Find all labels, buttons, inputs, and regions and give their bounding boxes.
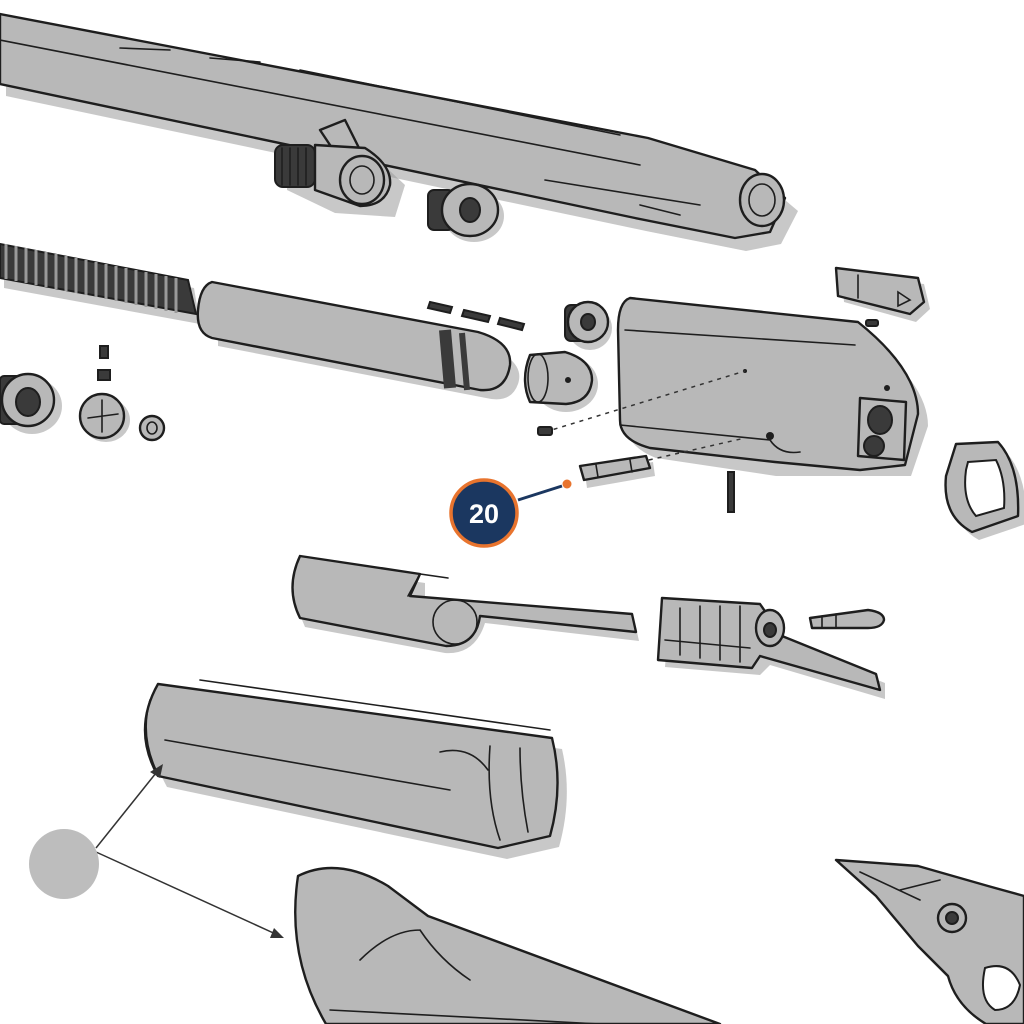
retaining-pin (727, 471, 735, 513)
callout-target-dot (562, 479, 572, 489)
callout-leader (517, 484, 563, 502)
trigger-guard-ring (944, 440, 1024, 540)
callout-badge (449, 478, 519, 548)
ejector-plate (834, 266, 930, 322)
leader-to-forend (95, 767, 161, 849)
forend (143, 679, 567, 859)
stock (294, 866, 722, 1024)
callout-label: 20 (469, 499, 499, 529)
barrel (0, 12, 798, 251)
magazine-follower (564, 300, 612, 350)
receiver (616, 296, 928, 476)
end-cap (0, 372, 62, 434)
washer (138, 414, 166, 442)
assembly-line-upper (544, 370, 746, 433)
firing-pin (808, 608, 886, 630)
action-slide (291, 554, 639, 654)
magazine-cap (274, 143, 405, 217)
pin (578, 454, 655, 488)
callout-20[interactable]: 20 (449, 478, 572, 548)
magazine-plug (523, 350, 598, 412)
bolt-assembly (656, 596, 885, 699)
magazine-spring (0, 242, 200, 324)
leader-arrow-forend (150, 764, 163, 778)
reference-hub-circle (29, 829, 99, 899)
detent-screw (97, 345, 111, 381)
leader-to-stock (95, 851, 281, 937)
barrel-nut (427, 182, 504, 242)
trigger-group (834, 858, 1024, 1024)
ejector-pin (865, 319, 879, 327)
receiver-pin-small (537, 426, 553, 436)
leader-arrow-stock (270, 928, 284, 938)
magazine-tube (196, 280, 520, 400)
small-pins (426, 300, 526, 332)
cap-nut (78, 392, 130, 442)
